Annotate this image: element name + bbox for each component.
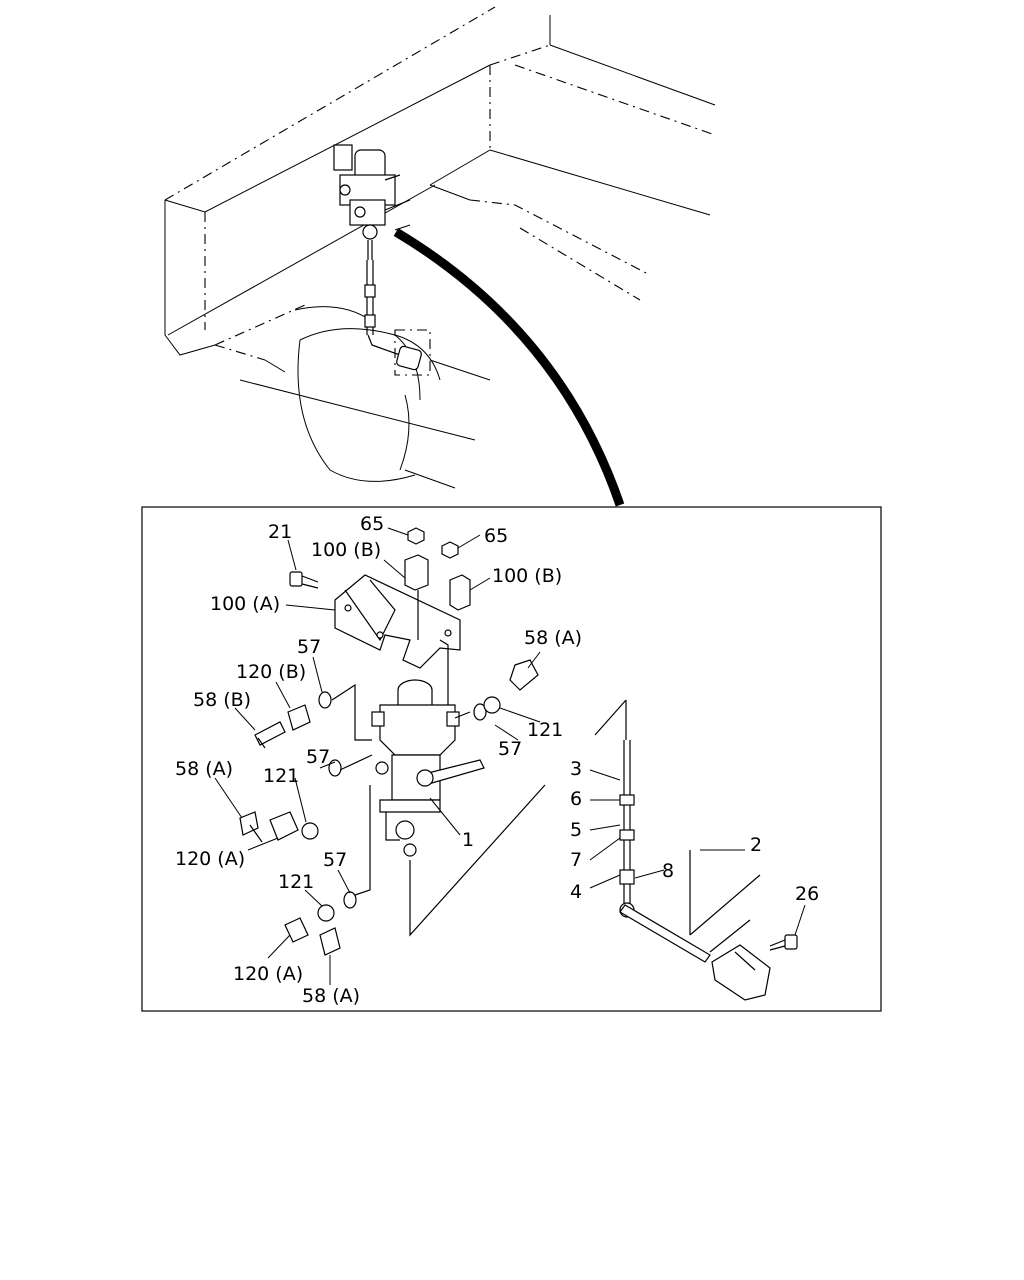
callout-120a: 120 (A): [175, 848, 245, 870]
fitting-120b: [287, 704, 311, 731]
callout-120a: 120 (A): [233, 963, 303, 985]
callout-100a: 100 (A): [210, 593, 280, 615]
fitting-121: [301, 696, 501, 922]
callout-58a: 58 (A): [302, 985, 360, 1007]
callout-6: 6: [570, 788, 582, 810]
callout-65: 65: [360, 513, 384, 535]
fitting-58b: [254, 721, 286, 749]
bracket-100a: [334, 574, 461, 669]
callout-58a: 58 (A): [175, 758, 233, 780]
linkage-assembly: [594, 699, 771, 1001]
nut-65: [407, 527, 459, 559]
valve-overview: [333, 144, 422, 371]
fitting-120a: [269, 811, 309, 943]
callout-5: 5: [570, 819, 582, 841]
callout-121: 121: [263, 765, 299, 787]
route-line-3: [354, 785, 371, 896]
callout-100b: 100 (B): [492, 565, 562, 587]
leader-valve: [409, 784, 546, 937]
callout-58a: 58 (A): [524, 627, 582, 649]
bolt-26: [769, 934, 798, 951]
detail-callout-arc: [393, 228, 625, 507]
callout-121: 121: [278, 871, 314, 893]
callout-7: 7: [570, 849, 582, 871]
callout-21: 21: [268, 521, 292, 543]
bracket-100b: [404, 554, 471, 611]
bolt-21: [289, 571, 319, 589]
callout-3: 3: [570, 758, 582, 780]
callout-labels: 21 65 65 100 (B) 100 (B) 100 (A) 57 58 (…: [175, 513, 819, 1007]
callout-4: 4: [570, 881, 582, 903]
callout-65: 65: [484, 525, 508, 547]
callout-26: 26: [795, 883, 819, 905]
o-ring-57: [318, 691, 487, 909]
chassis-overview: [164, 6, 716, 507]
detail-frame: [141, 506, 882, 1012]
route-line-5: [439, 639, 449, 705]
callout-8: 8: [662, 860, 674, 882]
callout-1: 1: [462, 829, 474, 851]
callout-57: 57: [323, 849, 347, 871]
valve-body-1: [371, 679, 485, 857]
callout-57: 57: [297, 636, 321, 658]
callout-58b: 58 (B): [193, 689, 251, 711]
callout-120b: 120 (B): [236, 661, 306, 683]
callout-57: 57: [498, 738, 522, 760]
fitting-58a: [239, 659, 539, 956]
callout-121: 121: [527, 719, 563, 741]
callout-100b: 100 (B): [311, 539, 381, 561]
route-line-4: [454, 711, 471, 719]
callout-leaders: [214, 527, 806, 985]
route-line-1: [331, 683, 372, 741]
callout-2: 2: [750, 834, 762, 856]
route-line-2: [339, 754, 373, 771]
callout-57: 57: [306, 746, 330, 768]
